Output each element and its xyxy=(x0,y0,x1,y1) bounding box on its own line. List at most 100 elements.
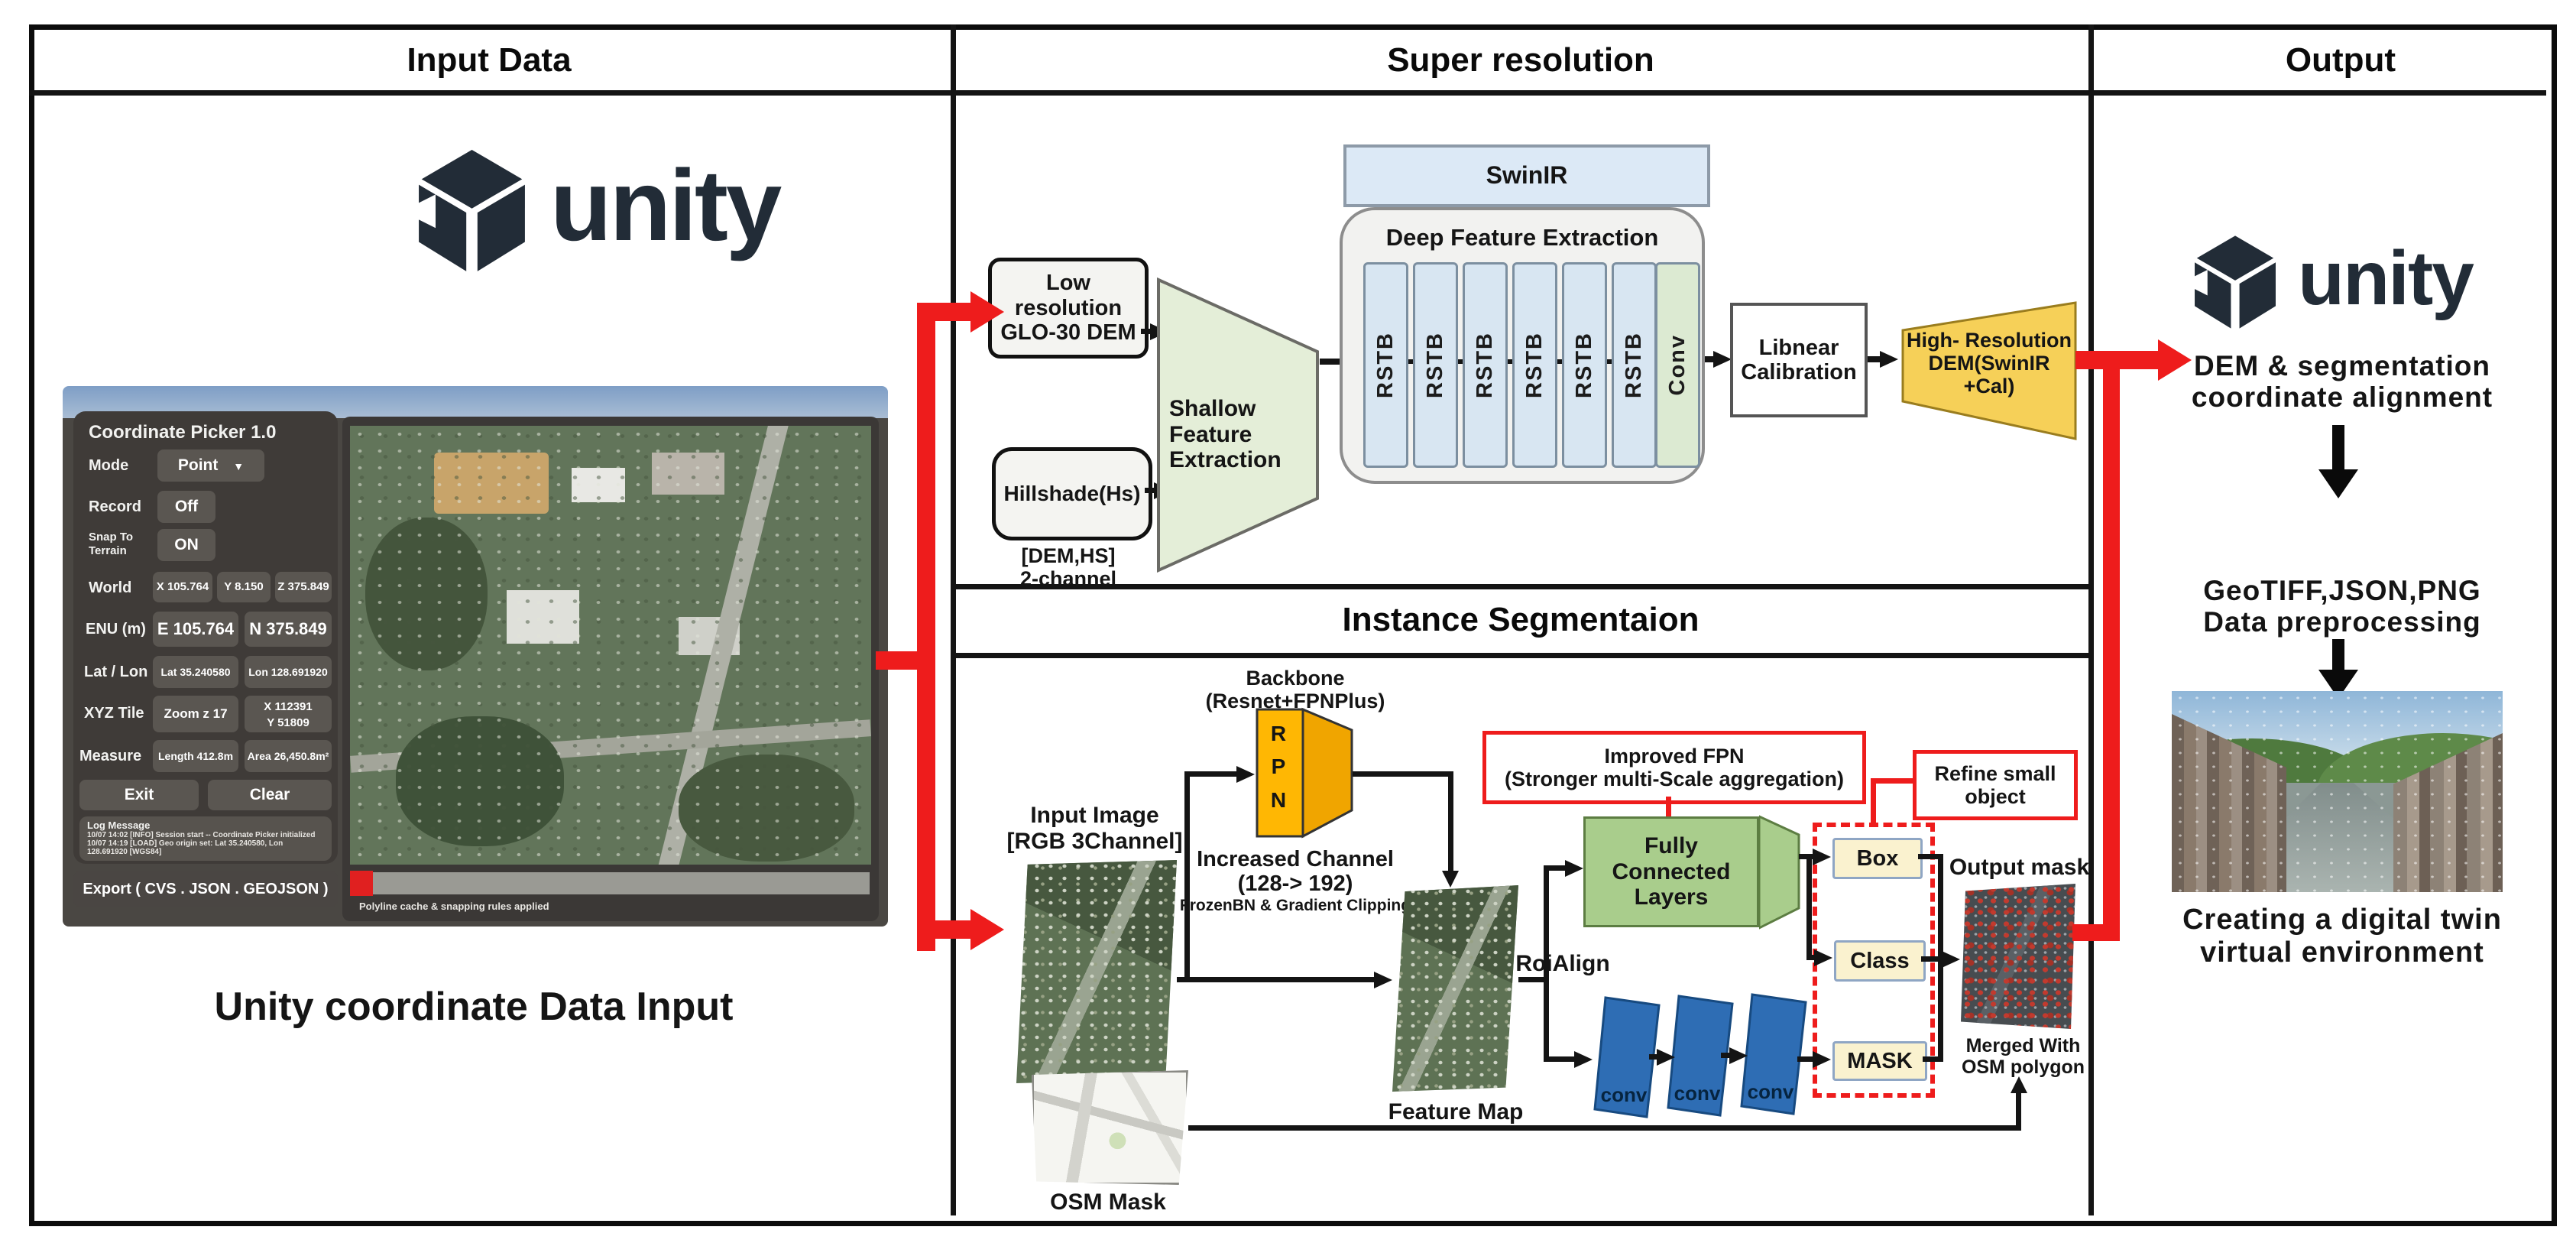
wire-conv1-conv2 xyxy=(1649,1054,1660,1060)
map-progress-bar[interactable] xyxy=(373,872,870,894)
enu-e-field[interactable]: E 105.764 xyxy=(153,612,238,647)
hr-dem-trapezoid xyxy=(1901,301,2077,440)
rstb-block-5: RSTB xyxy=(1562,262,1607,468)
hr-dem-line3: +Cal) xyxy=(1963,375,2015,398)
increased-line3: FrozenBN & Gradient Clipping xyxy=(1179,896,1411,914)
unity-cube-icon xyxy=(401,141,543,287)
rpn-letter-n: N xyxy=(1270,787,1287,812)
class-head: Class xyxy=(1834,940,1926,982)
rstb-label: RSTB xyxy=(1373,332,1398,398)
latlon-label: Lat / Lon xyxy=(84,664,148,680)
rstb-block-4: RSTB xyxy=(1512,262,1557,468)
input-image-line2: [RGB 3Channel] xyxy=(1006,828,1183,854)
rstb-block-1: RSTB xyxy=(1363,262,1408,468)
arrow-conv3-mask xyxy=(1813,1051,1831,1068)
snap-label-line2: Terrain xyxy=(89,544,127,557)
wire-roialign-conv xyxy=(1544,1056,1576,1062)
improved-fpn-box: Improved FPN (Stronger multi-Scale aggre… xyxy=(1482,731,1866,804)
rpn-block xyxy=(1256,707,1355,839)
wire-class-out xyxy=(1921,956,1941,962)
xyz-label: XYZ Tile xyxy=(84,705,144,722)
conv-slab-1 xyxy=(1593,996,1661,1118)
clear-button[interactable]: Clear xyxy=(208,780,332,810)
output-mask-thumbnail xyxy=(1961,884,2075,1029)
hr-dem-label: High- Resolution DEM(SwinIR +Cal) xyxy=(1904,329,2074,398)
header-band-line xyxy=(29,90,2546,96)
rstb-label: RSTB xyxy=(1572,332,1596,398)
red-stub-improved-fcl xyxy=(1666,797,1671,816)
header-output: Output xyxy=(2285,41,2396,79)
low-res-dem-label-2: GLO-30 DEM xyxy=(1000,320,1136,346)
export-button[interactable]: Export ( CVS . JSON . GEOJSON ) xyxy=(73,871,338,907)
is-band-top-line xyxy=(953,584,2091,589)
wire-input-featuremap xyxy=(1177,977,1375,982)
arrow-conv1-conv2 xyxy=(1657,1049,1675,1066)
header-instance-segmentation: Instance Segmentaion xyxy=(1342,601,1700,638)
mask-head: MASK xyxy=(1832,1041,1927,1081)
xyz-zoom-field[interactable]: Zoom z 17 xyxy=(153,696,238,732)
unity-logo-output: unity xyxy=(2182,229,2503,344)
conv-slab-3-label: conv xyxy=(1747,1080,1794,1103)
xyz-tile-field[interactable]: X 112391 Y 51809 xyxy=(245,696,332,732)
rstb-block-3: RSTB xyxy=(1463,262,1508,468)
arrow-osm-merged xyxy=(2011,1076,2027,1093)
enu-n-field[interactable]: N 375.849 xyxy=(245,612,332,647)
record-toggle[interactable]: Off xyxy=(157,491,215,523)
increased-line1: Increased Channel xyxy=(1197,847,1394,871)
arrow-rpn-featuremap xyxy=(1442,871,1459,888)
rpn-letter-r: R xyxy=(1270,722,1287,745)
world-z-field[interactable]: Z 375.849 xyxy=(275,572,332,602)
arrow-conv2-conv3 xyxy=(1729,1047,1748,1064)
hillshade-label: Hillshade(Hs) xyxy=(1003,482,1141,506)
satellite-map-image[interactable] xyxy=(350,426,871,865)
measure-length-field[interactable]: Length 412.8m xyxy=(153,740,238,772)
lon-field[interactable]: Lon 128.691920 xyxy=(245,656,332,688)
rstb-block-6: RSTB xyxy=(1612,262,1657,468)
log-line-1: 10/07 14:02 [INFO] Session start -- Coor… xyxy=(87,831,316,839)
input-image-label: Input Image [RGB 3Channel] xyxy=(993,803,1196,854)
rstb-block-2: RSTB xyxy=(1413,262,1458,468)
output-caption: Creating a digital twin virtual environm… xyxy=(2140,904,2545,969)
backbone-line1: Backbone xyxy=(1246,667,1345,690)
world-x-field[interactable]: X 105.764 xyxy=(153,572,212,602)
red-arrow-into-sr xyxy=(970,291,1004,333)
calibration-line2: Calibration xyxy=(1741,360,1857,385)
dem-hs-line1: [DEM,HS] xyxy=(1021,544,1116,567)
wire-shallow-dfe xyxy=(1320,359,1347,365)
red-arrow-into-is xyxy=(970,909,1004,950)
arrow-input-featuremap xyxy=(1374,972,1392,988)
dem-hs-channels-label: [DEM,HS] 2-channel xyxy=(986,544,1151,590)
snap-toggle[interactable]: ON xyxy=(157,529,215,561)
dem-hs-line2: 2-channel xyxy=(1019,567,1117,591)
output-caption-line1: Creating a digital twin xyxy=(2182,904,2502,936)
red-trunk-bottom-horizontal xyxy=(917,920,972,939)
refine-small-object-box: Refine small object xyxy=(1913,750,2078,820)
exit-button[interactable]: Exit xyxy=(79,780,199,810)
wire-roialign-fcl xyxy=(1544,865,1567,871)
lat-field[interactable]: Lat 35.240580 xyxy=(153,656,238,688)
shallow-line1: Shallow Feature xyxy=(1169,396,1256,447)
output-arrow1-head xyxy=(2318,469,2358,498)
input-image-line1: Input Image xyxy=(1030,803,1159,828)
world-y-field[interactable]: Y 8.150 xyxy=(217,572,271,602)
calibration-line1: Libnear xyxy=(1758,335,1839,360)
wire-rpn-out xyxy=(1353,771,1453,777)
measure-area-field[interactable]: Area 26,450.8m² xyxy=(245,740,332,772)
header-input-data: Input Data xyxy=(407,41,572,79)
map-status-caption: Polyline cache & snapping rules applied xyxy=(359,901,549,912)
xyz-x-value: X 112391 xyxy=(264,700,313,713)
snap-label-line1: Snap To xyxy=(89,531,134,544)
digital-twin-street-image xyxy=(2172,691,2503,892)
rstb-label: RSTB xyxy=(1622,332,1646,398)
low-res-dem-box: Low resolution GLO-30 DEM xyxy=(988,258,1149,359)
swinir-box: SwinIR xyxy=(1343,144,1710,207)
wire-fcl-class-v xyxy=(1806,854,1812,959)
arrow-roialign-fcl xyxy=(1565,860,1583,877)
backbone-label: Backbone (Resnet+FPNPlus) xyxy=(1181,667,1410,712)
unity-wordmark: unity xyxy=(2298,235,2474,321)
red-connector-refine-v xyxy=(1871,778,1876,824)
world-label: World xyxy=(89,579,132,596)
mode-dropdown[interactable]: Point ▼ xyxy=(157,449,264,482)
fcl-line1: Fully Connected xyxy=(1612,833,1731,884)
shallow-line2: Extraction xyxy=(1169,447,1282,473)
